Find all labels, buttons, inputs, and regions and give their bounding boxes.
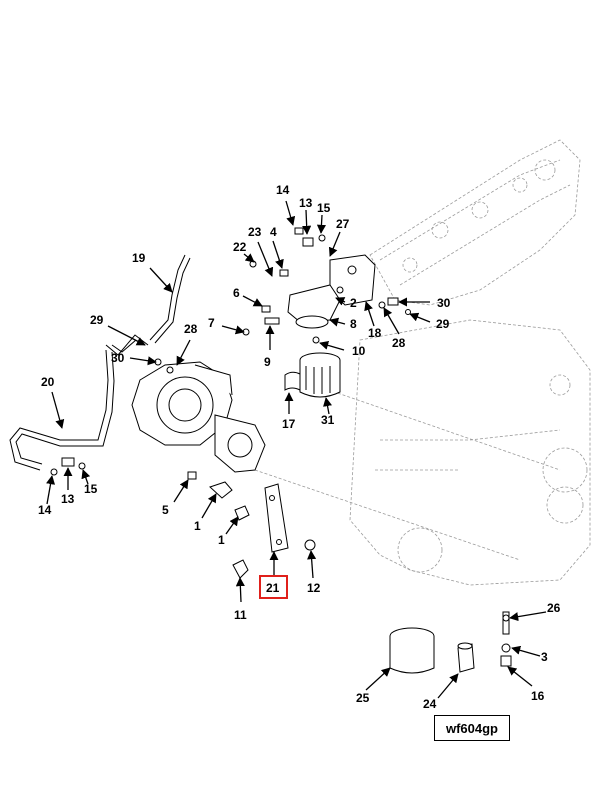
callout-31: 31 xyxy=(321,413,335,427)
callout-17: 17 xyxy=(282,417,296,431)
engine-block-outline xyxy=(254,139,591,586)
callout-16: 16 xyxy=(531,689,545,703)
callout-20: 20 xyxy=(41,375,55,389)
callout-15-bottom: 15 xyxy=(84,482,98,496)
oil-lines xyxy=(9,254,191,471)
callout-13-bottom: 13 xyxy=(61,492,75,506)
callout-30-right: 30 xyxy=(437,296,451,310)
callout-14-bottom: 14 xyxy=(38,503,52,517)
callout-25: 25 xyxy=(356,691,370,705)
callout-21: 21 xyxy=(266,581,280,595)
callout-13-top: 13 xyxy=(299,196,313,210)
callout-27: 27 xyxy=(336,217,350,231)
callout-2: 2 xyxy=(350,296,357,310)
leader-arrows xyxy=(46,200,547,699)
callout-14-top: 14 xyxy=(276,183,290,197)
figure-code-label: wf604gp xyxy=(434,715,510,741)
callout-4: 4 xyxy=(270,225,277,239)
callout-28-left: 28 xyxy=(184,322,198,336)
callout-23: 23 xyxy=(248,225,262,239)
callout-11: 11 xyxy=(234,608,247,622)
callout-8: 8 xyxy=(350,317,357,331)
callout-1-lower: 1 xyxy=(218,533,225,547)
callout-1-upper: 1 xyxy=(194,519,201,533)
callout-21-highlight xyxy=(259,575,288,599)
callout-22: 22 xyxy=(233,240,247,254)
oil-filter xyxy=(299,336,341,398)
callout-30-left: 30 xyxy=(111,351,125,365)
fittings xyxy=(50,227,411,579)
callout-6: 6 xyxy=(233,286,240,300)
callout-19: 19 xyxy=(132,251,146,265)
filter-head xyxy=(287,254,376,329)
callout-28-right: 28 xyxy=(392,336,406,350)
callout-7: 7 xyxy=(208,316,215,330)
callout-10: 10 xyxy=(352,344,366,358)
callout-labels: 14 13 15 27 23 4 22 19 6 2 30 7 8 29 29 … xyxy=(38,183,561,711)
callout-9: 9 xyxy=(264,355,271,369)
callout-29-right: 29 xyxy=(436,317,450,331)
callout-15-top: 15 xyxy=(317,201,331,215)
callout-18: 18 xyxy=(368,326,382,340)
callout-3: 3 xyxy=(541,650,548,664)
callout-12: 12 xyxy=(307,581,321,595)
callout-26: 26 xyxy=(547,601,561,615)
callout-29-left: 29 xyxy=(90,313,104,327)
turbocharger xyxy=(131,361,266,473)
callout-24: 24 xyxy=(423,697,437,711)
bracket xyxy=(264,483,289,553)
filter-strap xyxy=(284,371,301,391)
callout-5: 5 xyxy=(162,503,169,517)
service-kit xyxy=(389,611,512,674)
